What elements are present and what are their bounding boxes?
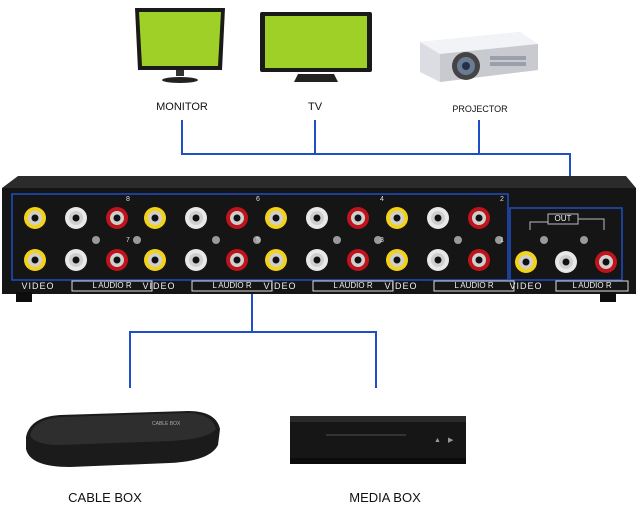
rca-jack-out-white[interactable]	[555, 251, 577, 273]
input-number-7: 7	[126, 237, 130, 244]
rca-jack-red-3-0[interactable]	[468, 207, 490, 229]
mount-screw-icon	[333, 236, 341, 244]
input-number-1: 1	[500, 237, 504, 244]
rca-jack-yellow-1-1[interactable]	[144, 249, 166, 271]
mount-screw-icon	[495, 236, 503, 244]
input-number-3: 3	[380, 237, 384, 244]
rca-jack-yellow-2-0[interactable]	[265, 207, 287, 229]
audio-label-4: L AUDIO R	[454, 281, 494, 290]
media-box-label: MEDIA BOX	[349, 490, 421, 505]
mount-screw-icon	[454, 236, 462, 244]
output-wire	[181, 120, 571, 196]
monitor-icon	[135, 8, 225, 83]
rca-jack-yellow-0-1[interactable]	[24, 249, 46, 271]
video-label-4: VIDEO	[384, 281, 418, 291]
tv-icon	[260, 12, 372, 82]
rca-jack-white-3-1[interactable]	[427, 249, 449, 271]
svg-text:▶: ▶	[448, 437, 454, 444]
rca-jack-yellow-1-0[interactable]	[144, 207, 166, 229]
out-label: OUT	[554, 214, 572, 223]
rca-jack-white-2-0[interactable]	[306, 207, 328, 229]
mount-screw-icon	[212, 236, 220, 244]
rca-jack-white-1-0[interactable]	[185, 207, 207, 229]
rca-jack-white-3-0[interactable]	[427, 207, 449, 229]
rca-jack-red-2-0[interactable]	[347, 207, 369, 229]
rca-jack-out-red[interactable]	[595, 251, 617, 273]
rca-jack-yellow-3-0[interactable]	[386, 207, 408, 229]
projector-label: PROJECTOR	[452, 104, 508, 114]
mount-screw-icon	[92, 236, 100, 244]
rca-jack-red-3-1[interactable]	[468, 249, 490, 271]
cable-box-label: CABLE BOX	[68, 490, 142, 505]
rca-jack-white-1-1[interactable]	[185, 249, 207, 271]
rca-jack-white-0-0[interactable]	[65, 207, 87, 229]
mount-screw-icon	[133, 236, 141, 244]
mount-screw-icon	[580, 236, 588, 244]
rca-jack-yellow-3-1[interactable]	[386, 249, 408, 271]
video-label-out: VIDEO	[509, 281, 543, 291]
rca-jack-red-2-1[interactable]	[347, 249, 369, 271]
projector-icon	[420, 32, 538, 82]
rca-jack-red-0-0[interactable]	[106, 207, 128, 229]
video-label-2: VIDEO	[142, 281, 176, 291]
monitor-label: MONITOR	[156, 101, 208, 113]
input-number-4: 4	[380, 196, 384, 203]
audio-label-3: L AUDIO R	[333, 281, 373, 290]
mount-screw-icon	[253, 236, 261, 244]
rca-jack-red-1-0[interactable]	[226, 207, 248, 229]
input-number-2: 2	[500, 196, 504, 203]
audio-label-1: L AUDIO R	[92, 281, 132, 290]
rca-jack-white-2-1[interactable]	[306, 249, 328, 271]
rca-jack-yellow-0-0[interactable]	[24, 207, 46, 229]
av-switch-box	[2, 176, 636, 302]
tv-label: TV	[307, 101, 323, 113]
cable-box-icon: CABLE BOX	[26, 411, 220, 467]
svg-text:▲: ▲	[434, 437, 441, 444]
mount-screw-icon	[540, 236, 548, 244]
rca-jack-out-yellow[interactable]	[515, 251, 537, 273]
rca-jack-red-0-1[interactable]	[106, 249, 128, 271]
audio-label-2: L AUDIO R	[212, 281, 252, 290]
rca-jack-white-0-1[interactable]	[65, 249, 87, 271]
mount-screw-icon	[374, 236, 382, 244]
cable-box-brand: CABLE BOX	[152, 421, 181, 427]
input-number-6: 6	[256, 196, 260, 203]
media-box-icon: ▲ ▶	[290, 416, 466, 464]
video-label-3: VIDEO	[263, 281, 297, 291]
input-number-5: 5	[256, 237, 260, 244]
rca-jack-yellow-2-1[interactable]	[265, 249, 287, 271]
audio-label-out: L AUDIO R	[572, 281, 612, 290]
video-label-1: VIDEO	[21, 281, 55, 291]
rca-jack-red-1-1[interactable]	[226, 249, 248, 271]
input-number-8: 8	[126, 196, 130, 203]
